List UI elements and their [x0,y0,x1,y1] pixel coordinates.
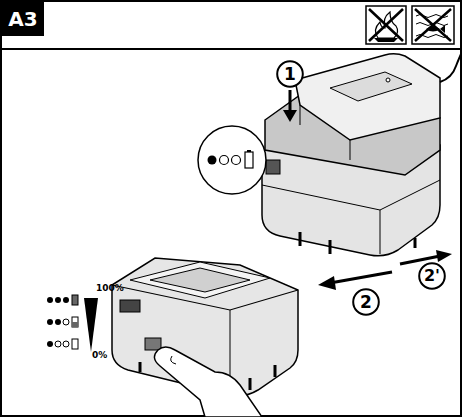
callout-text: 1 [284,66,296,83]
pressing-finger [154,347,262,417]
slide-arrows [318,250,452,290]
charge-indicator-zoom [198,126,266,194]
no-fire-icon [366,6,406,44]
fingernail [171,356,176,364]
level-label: 100% [96,283,124,293]
charger [265,52,462,175]
callout-number: 1 [276,60,304,88]
charge-level-scale [47,295,98,352]
level-label: 0% [92,350,107,360]
callout-text: 2' [424,268,440,284]
section-badge: A3 [2,2,44,36]
callout-number: 2' [418,262,446,290]
push-arrow [283,90,297,122]
callout-text: 2 [360,294,372,311]
header-rule [0,48,462,50]
no-water-icon [412,6,454,44]
callout-number: 2 [352,288,380,316]
badge-text: A3 [8,9,37,29]
